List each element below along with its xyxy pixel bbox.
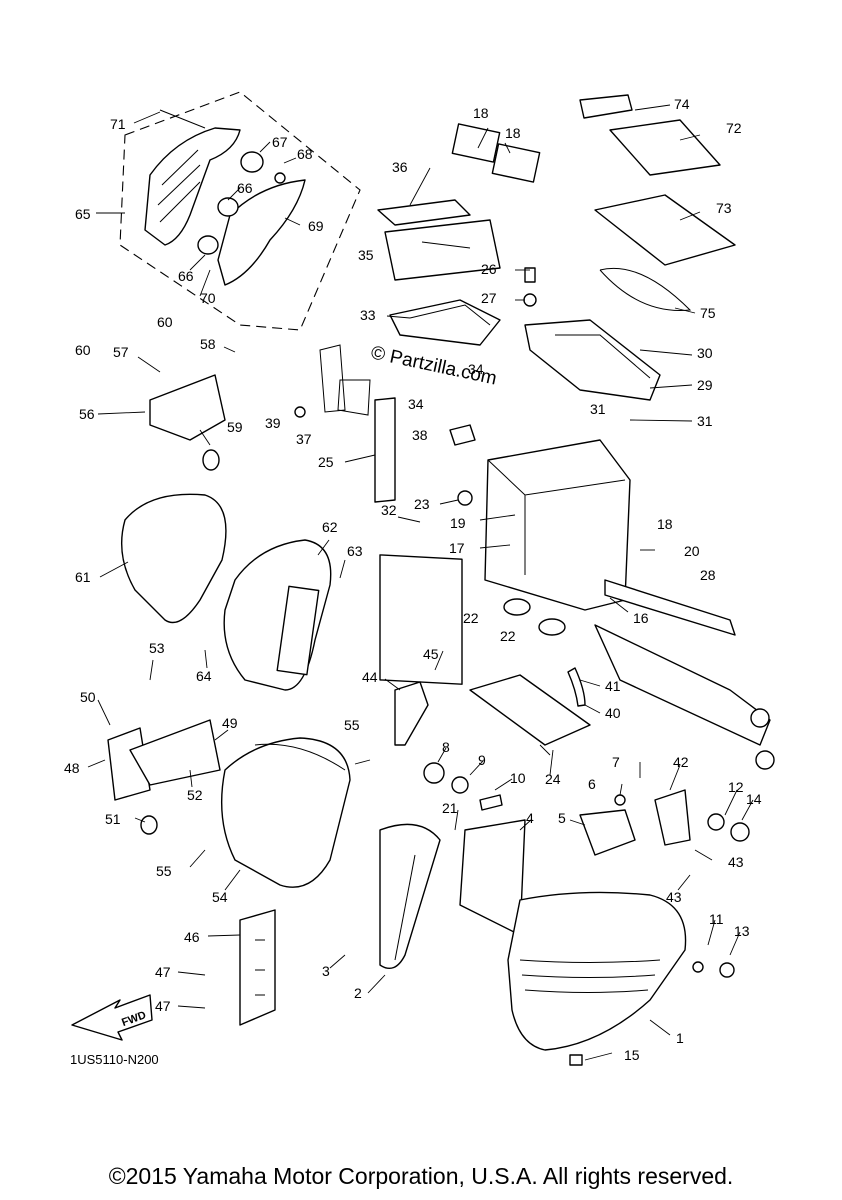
callout-label: 26 [481,261,497,277]
copyright-notice: ©2015 Yamaha Motor Corporation, U.S.A. A… [108,1163,734,1189]
callout-label: 14 [746,791,762,807]
callout-label: 56 [79,406,95,422]
callout-label: 34 [408,396,424,412]
battery-and-tray-assembly [294,94,775,770]
callout-label: 3 [322,963,330,979]
callout-label: 27 [481,290,497,306]
callout-label: 61 [75,569,91,585]
callout-label: 4 [526,810,534,826]
callout-label: 6 [588,776,596,792]
callout-label: 12 [728,779,744,795]
callout-label: 69 [308,218,324,234]
callout-label: 38 [412,427,428,443]
callout-label: 52 [187,787,203,803]
callout-label: 22 [500,628,516,644]
callout-label: 10 [510,770,526,786]
callout-label: 5 [558,810,566,826]
callout-label: 70 [200,290,216,306]
callout-label: 34 [468,361,484,377]
callout-label: 49 [222,715,238,731]
callout-label: 44 [362,669,378,685]
callout-label: 15 [624,1047,640,1063]
callout-label: 54 [212,889,228,905]
callout-label: 19 [450,515,466,531]
callout-label: 68 [297,146,313,162]
callout-label: 31 [697,413,713,429]
callout-label: 42 [673,754,689,770]
callout-label: 33 [360,307,376,323]
callout-label: 9 [478,752,486,768]
callout-label: 51 [105,811,121,827]
callout-label: 37 [296,431,312,447]
callout-label: 7 [612,754,620,770]
callout-label: 24 [545,771,561,787]
callout-label: 47 [155,998,171,1014]
callout-label: 13 [734,923,750,939]
callout-label: 29 [697,377,713,393]
callout-label: 60 [75,342,91,358]
callout-label: 18 [473,105,489,121]
callout-label: 48 [64,760,80,776]
callout-label: 32 [381,502,397,518]
grab-bar-group [119,91,361,331]
callout-label: 43 [728,854,744,870]
callout-label: 64 [196,668,212,684]
callout-label: 18 [657,516,673,532]
callout-label: 75 [700,305,716,321]
callout-label: 1 [676,1030,684,1046]
callout-label: 22 [463,610,479,626]
callout-label: 16 [633,610,649,626]
callout-label: 57 [113,344,129,360]
callout-label: 59 [227,419,243,435]
callout-label: 25 [318,454,334,470]
callout-label: 28 [700,567,716,583]
callout-label: 31 [590,401,606,417]
callout-label: 58 [200,336,216,352]
callout-label: 20 [684,543,700,559]
callout-label: 46 [184,929,200,945]
callout-label: 71 [110,116,126,132]
leader-lines [87,104,754,1061]
callout-label: 18 [505,125,521,141]
callout-label: 67 [272,134,288,150]
callout-label: 55 [344,717,360,733]
callout-label: 17 [449,540,465,556]
lower-cover-assembly [71,681,750,1066]
callout-labels: 1 2 3 4 5 6 7 8 9 10 11 12 13 14 15 16 1… [64,96,762,1063]
callout-label: 50 [80,689,96,705]
callout-label: 8 [442,739,450,755]
callout-label: 30 [697,345,713,361]
callout-label: 72 [726,120,742,136]
callout-label: 65 [75,206,91,222]
callout-label: 39 [265,415,281,431]
callout-label: 66 [178,268,194,284]
callout-label: 23 [414,496,430,512]
callout-label: 43 [666,889,682,905]
drawing-code: 1US5110-N200 [70,1052,159,1067]
side-cover-assembly [107,374,351,888]
callout-label: 35 [358,247,374,263]
callout-label: 41 [605,678,621,694]
callout-label: 60 [157,314,173,330]
callout-label: 74 [674,96,690,112]
callout-label: 55 [156,863,172,879]
callout-label: 36 [392,159,408,175]
callout-label: 47 [155,964,171,980]
callout-label: 11 [709,911,724,927]
callout-label: 63 [347,543,363,559]
callout-label: 45 [423,646,439,662]
callout-label: 73 [716,200,732,216]
callout-label: 2 [354,985,362,1001]
callout-label: 62 [322,519,338,535]
callout-label: 53 [149,640,165,656]
callout-label: 21 [442,800,458,816]
callout-label: 66 [237,180,253,196]
callout-label: 40 [605,705,621,721]
